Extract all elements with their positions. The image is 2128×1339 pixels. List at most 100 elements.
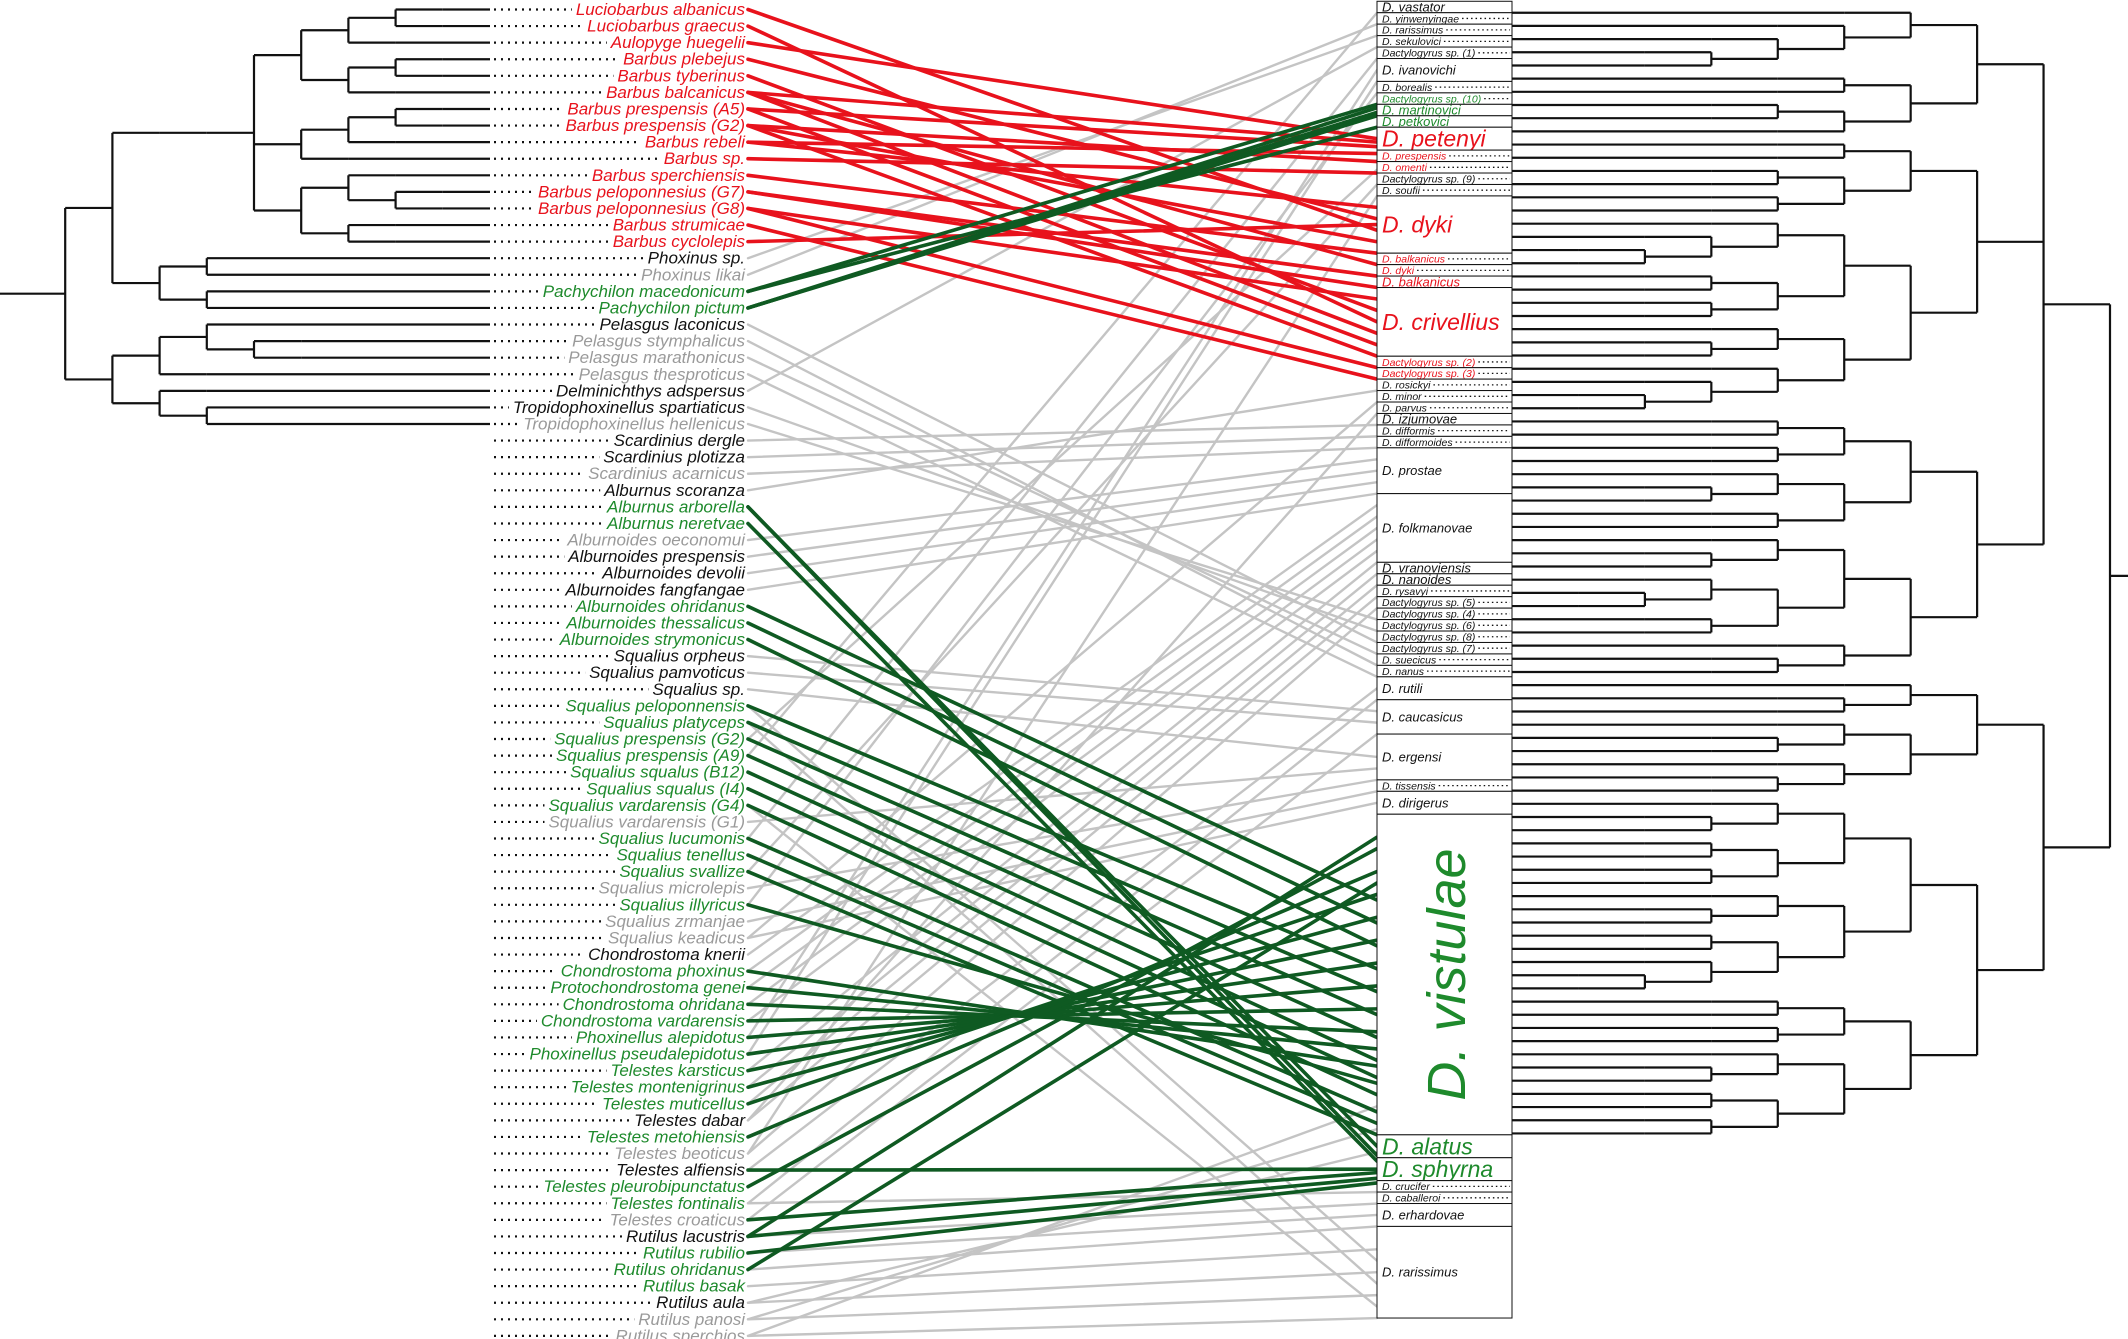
- host-label: Rutilus basak: [643, 1277, 747, 1296]
- association-link: [746, 140, 1379, 210]
- host-label: Rutilus sperchios: [616, 1326, 746, 1339]
- parasite-tree: [1512, 11, 2128, 1135]
- parasite-label: D. petenyi: [1382, 126, 1486, 152]
- host-label: Alburnoides prespensis: [567, 547, 745, 566]
- association-link: [746, 107, 1379, 347]
- parasite-label: Dactylogyrus sp. (6): [1382, 620, 1475, 632]
- association-link: [746, 206, 1379, 370]
- association-link: [746, 206, 1379, 301]
- parasite-label: D. rarissimus: [1382, 1265, 1458, 1280]
- association-link: [746, 412, 1379, 1122]
- association-link: [746, 515, 1379, 973]
- parasite-box: [1376, 447, 1513, 495]
- parasite-label: D. dirigerus: [1382, 795, 1449, 810]
- host-label: Squalius microlepis: [599, 879, 746, 898]
- host-label: Squalius prespensis (G2): [554, 730, 745, 749]
- parasite-label: D. martinovici: [1382, 103, 1462, 118]
- association-link: [746, 190, 1379, 290]
- host-label: Squalius squalus (I4): [586, 779, 745, 798]
- host-label: Phoxinellus alepidotus: [576, 1028, 746, 1047]
- parasite-label: D. petkovici: [1382, 114, 1450, 129]
- association-link: [746, 804, 1379, 1308]
- host-label: Telestes fontinalis: [610, 1194, 745, 1213]
- parasite-label: D. borealis: [1382, 82, 1433, 94]
- association-link: [746, 621, 1379, 925]
- host-label: Pachychilon pictum: [599, 298, 745, 317]
- host-label: Aulopyge huegelii: [610, 33, 746, 52]
- association-link: [746, 671, 1379, 724]
- parasite-label: D. tissensis: [1382, 780, 1436, 792]
- parasite-label: Dactylogyrus sp. (7): [1382, 643, 1475, 655]
- association-link: [746, 1176, 1379, 1239]
- host-label: Phoxinus likai: [641, 265, 746, 284]
- host-label: Barbus prespensis (A5): [567, 99, 745, 118]
- host-label: Alburnus scoranza: [603, 481, 745, 500]
- association-link: [746, 1167, 1379, 1172]
- host-label: Telestes metohiensis: [587, 1127, 746, 1146]
- parasite-label: D. erhardovae: [1382, 1207, 1464, 1222]
- association-link: [746, 767, 1379, 824]
- parasite-label: D. vranoviensis: [1382, 561, 1471, 576]
- association-link: [746, 422, 1379, 621]
- host-label: Barbus tyberinus: [617, 66, 745, 85]
- host-label: Chondrostoma vardarensis: [541, 1011, 746, 1030]
- host-label: Chondrostoma ohridana: [563, 995, 745, 1014]
- parasite-label: D. ivanovichi: [1382, 62, 1457, 77]
- association-link: [746, 521, 1379, 1163]
- host-label: Phoxinellus pseudalepidotus: [530, 1045, 746, 1064]
- parasite-label: D. caucasicus: [1382, 709, 1463, 724]
- parasite-label: D. nanus: [1382, 666, 1425, 678]
- host-label: Telestes dabar: [634, 1111, 746, 1130]
- host-label: Squalius orpheus: [614, 647, 746, 666]
- association-link: [746, 1181, 1379, 1255]
- parasite-label: D. vistulae: [1417, 848, 1477, 1100]
- association-link: [746, 194, 1379, 1155]
- association-link: [746, 223, 1379, 381]
- association-link: [746, 1248, 1379, 1288]
- host-label: Scardinius acarnicus: [588, 464, 745, 483]
- association-link: [746, 469, 1379, 558]
- association-link: [746, 803, 1379, 1097]
- host-label: Alburnoides ohridanus: [575, 597, 746, 616]
- parasite-label: D. izjumovae: [1382, 412, 1457, 427]
- host-label: Scardinius plotizza: [603, 448, 745, 467]
- host-label: Luciobarbus albanicus: [576, 0, 746, 19]
- association-link: [746, 222, 1379, 244]
- association-link: [746, 57, 1379, 221]
- association-link: [746, 90, 1379, 267]
- association-link: [746, 604, 1379, 902]
- association-link: [746, 102, 1379, 294]
- association-link: [746, 156, 1379, 175]
- association-link: [746, 1213, 1379, 1255]
- association-link: [746, 1225, 1379, 1271]
- host-label: Squalius peloponnensis: [565, 696, 745, 715]
- host-label: Barbus cyclolepis: [613, 232, 746, 251]
- host-label: Squalius platyceps: [603, 713, 745, 732]
- host-label: Alburnoides devolii: [601, 564, 746, 583]
- parasite-label: D. omenti: [1382, 162, 1428, 174]
- host-label: Alburnoides thessalicus: [565, 613, 745, 632]
- host-label: Alburnus arborella: [606, 497, 745, 516]
- parasite-label: Dactylogyrus sp. (1): [1382, 48, 1475, 60]
- host-label: Barbus plebejus: [623, 50, 745, 69]
- host-parasite-links: [746, 7, 1379, 1338]
- association-link: [746, 492, 1379, 591]
- host-label: Barbus peloponnesius (G7): [538, 182, 745, 201]
- parasite-label: Dactylogyrus sp. (5): [1382, 597, 1475, 609]
- association-link: [746, 881, 1379, 1272]
- parasite-label: D. sekulovici: [1382, 36, 1442, 48]
- association-link: [746, 1104, 1379, 1338]
- host-label: Pelasgus thesproticus: [579, 365, 746, 384]
- host-label: Squalius illyricus: [619, 895, 745, 914]
- association-link: [746, 140, 1379, 156]
- host-label: Telestes montenigrinus: [571, 1078, 746, 1097]
- association-link: [746, 45, 1379, 393]
- parasite-box: [1376, 1225, 1513, 1319]
- parasite-label: D. alatus: [1382, 1133, 1473, 1159]
- host-label: Barbus prespensis (G2): [565, 116, 745, 135]
- host-label: Telestes beoticus: [614, 1144, 745, 1163]
- parasite-label: D. nanoides: [1382, 572, 1452, 587]
- host-label: Squalius svallize: [619, 862, 745, 881]
- parasite-label: D. rysavyi: [1382, 586, 1429, 598]
